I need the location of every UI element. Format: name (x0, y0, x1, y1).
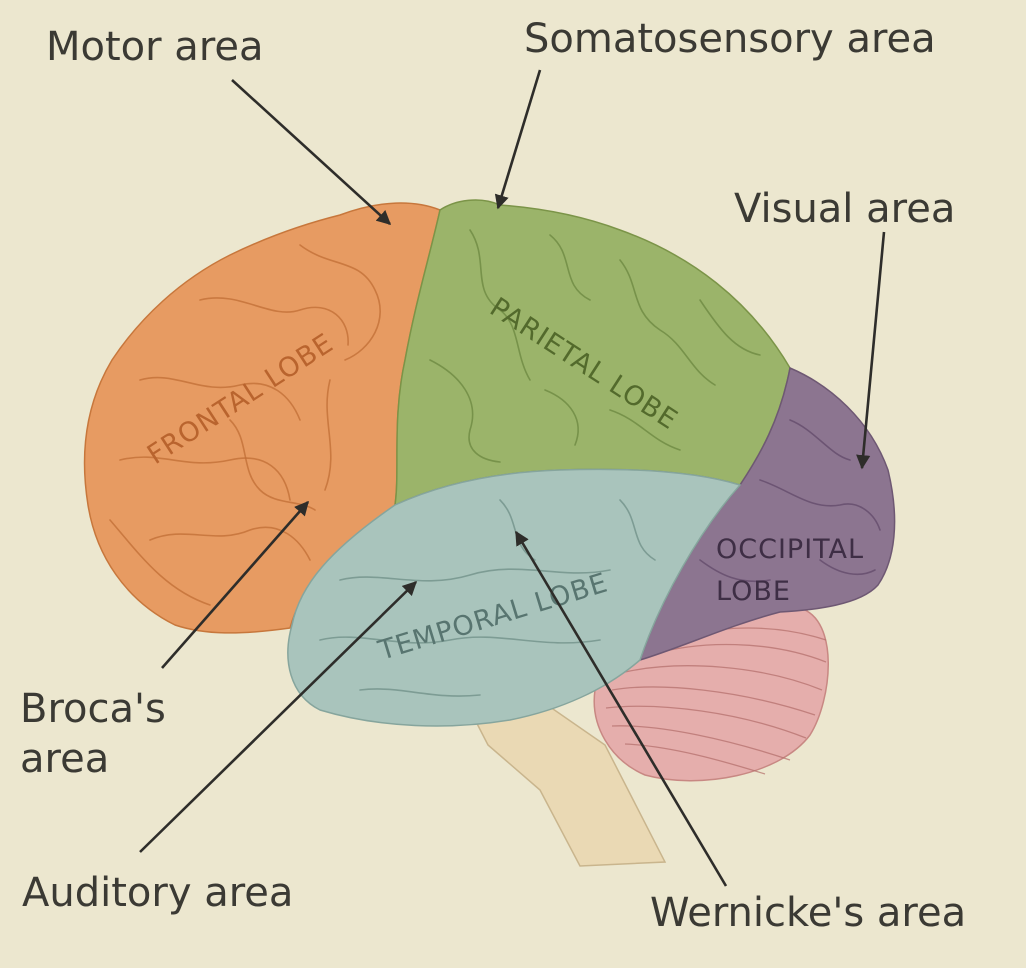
occipital-gyri (699, 419, 881, 583)
brocas-area-arrow (161, 500, 309, 669)
brocas-area-label-line1: Broca's (20, 686, 166, 732)
brocas-area-label-line2: area (20, 736, 109, 782)
somatosensory-area-label: Somatosensory area (524, 16, 936, 62)
wernickes-area-arrow (514, 530, 728, 887)
occipital-lobe-label-line1: OCCIPITAL (716, 534, 864, 565)
auditory-area-label: Auditory area (22, 870, 293, 916)
motor-area-label: Motor area (46, 24, 264, 70)
occipital-lobe-label-line2: LOBE (716, 576, 791, 607)
auditory-area-arrow (139, 581, 418, 853)
parietal-gyri (429, 229, 761, 463)
motor-area-arrow (231, 79, 392, 225)
wernickes-area-label: Wernicke's area (650, 890, 966, 936)
visual-area-label: Visual area (734, 186, 955, 232)
somatosensory-area-arrow (494, 69, 542, 210)
temporal-lobe (287, 468, 742, 727)
visual-area-arrow (856, 231, 886, 470)
